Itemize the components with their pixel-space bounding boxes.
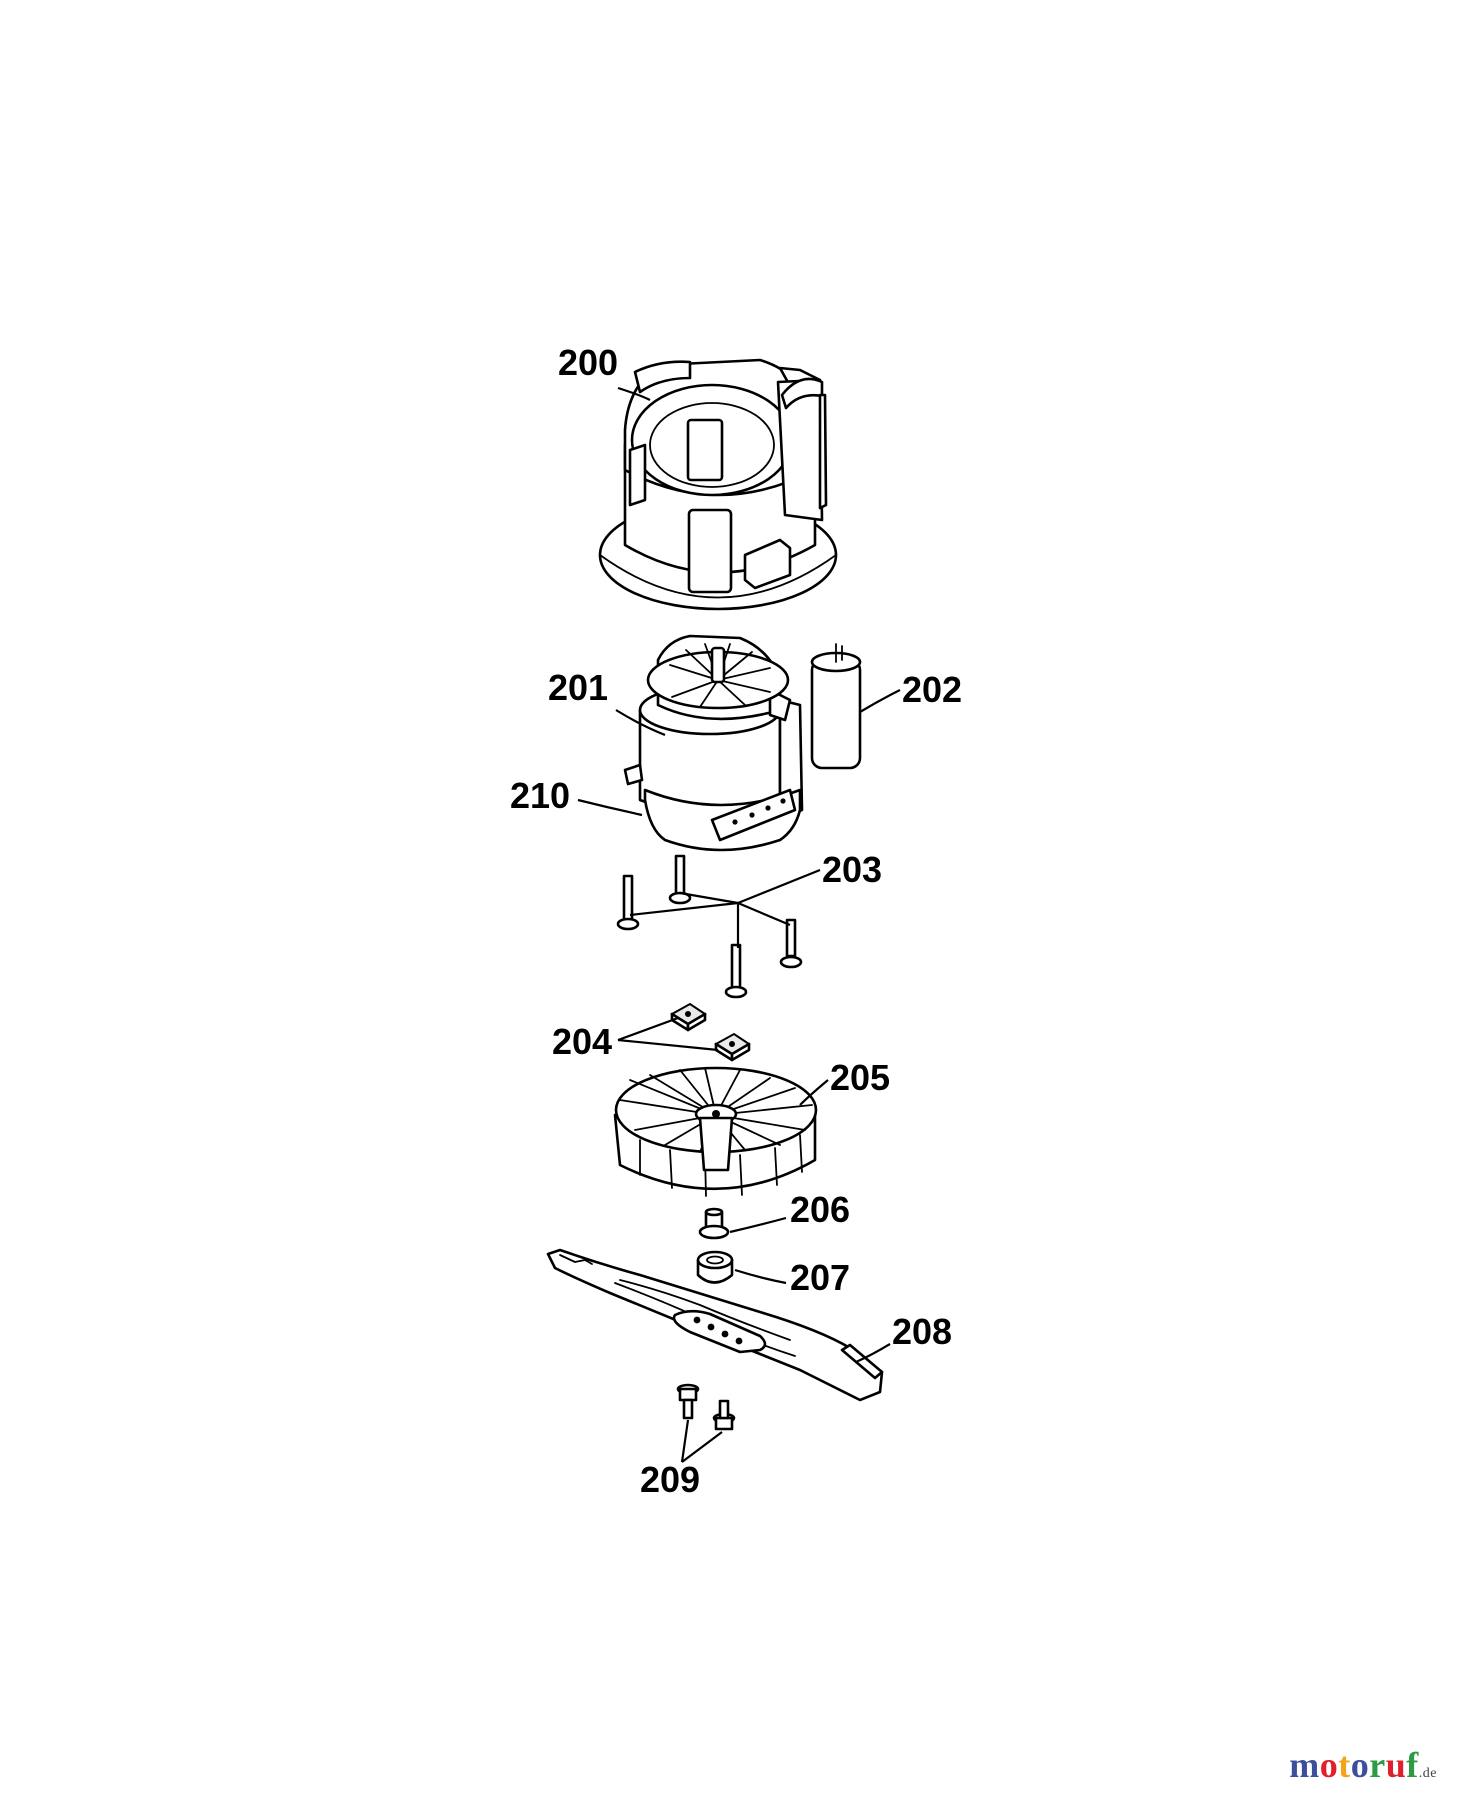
part-200-motor-housing xyxy=(598,358,838,611)
brand-letter-0: m xyxy=(1289,1745,1320,1785)
callout-209: 209 xyxy=(640,1459,700,1500)
callout-210: 210 xyxy=(510,775,570,816)
callout-208: 208 xyxy=(892,1311,952,1352)
part-202-capacitor xyxy=(810,643,862,770)
callout-201: 201 xyxy=(548,667,608,708)
leader-208 xyxy=(855,1343,891,1364)
callout-202: 202 xyxy=(902,669,962,710)
part-210-motor-shell xyxy=(643,788,802,852)
brand-suffix: .de xyxy=(1418,1766,1437,1781)
callout-205: 205 xyxy=(830,1057,890,1098)
part-209-blade-screws xyxy=(676,1383,736,1431)
brand-letter-4: r xyxy=(1369,1745,1386,1785)
callout-204: 204 xyxy=(552,1021,612,1062)
callout-206: 206 xyxy=(790,1189,850,1230)
leader-203 xyxy=(629,868,821,948)
callout-207: 207 xyxy=(790,1257,850,1298)
leader-205 xyxy=(799,1079,829,1106)
part-205-impeller xyxy=(613,1066,818,1197)
brand-letter-5: u xyxy=(1385,1745,1407,1785)
brand-letter-1: o xyxy=(1319,1745,1339,1785)
part-201-rotor-fan xyxy=(646,643,790,710)
part-204-nuts xyxy=(670,1002,751,1062)
leader-202 xyxy=(859,689,901,713)
brand-letter-2: t xyxy=(1338,1745,1351,1785)
part-208-blade xyxy=(546,1248,884,1402)
part-207-spacer xyxy=(696,1250,734,1284)
leader-200 xyxy=(617,386,651,401)
leader-206 xyxy=(729,1216,787,1234)
leader-204 xyxy=(617,1016,719,1052)
leader-201 xyxy=(615,709,666,737)
brand-wordmark: motoruf xyxy=(1289,1745,1419,1785)
brand-letter-3: o xyxy=(1350,1745,1370,1785)
motoruf-watermark-logo: motoruf.de xyxy=(1289,1744,1437,1786)
callout-203: 203 xyxy=(822,849,882,890)
part-206-screw xyxy=(698,1207,730,1240)
leader-210 xyxy=(577,798,643,817)
brand-letter-6: f xyxy=(1406,1745,1419,1785)
leader-207 xyxy=(734,1268,787,1285)
leader-209 xyxy=(680,1419,723,1463)
callout-200: 200 xyxy=(558,342,618,383)
part-203-screws xyxy=(616,854,803,999)
